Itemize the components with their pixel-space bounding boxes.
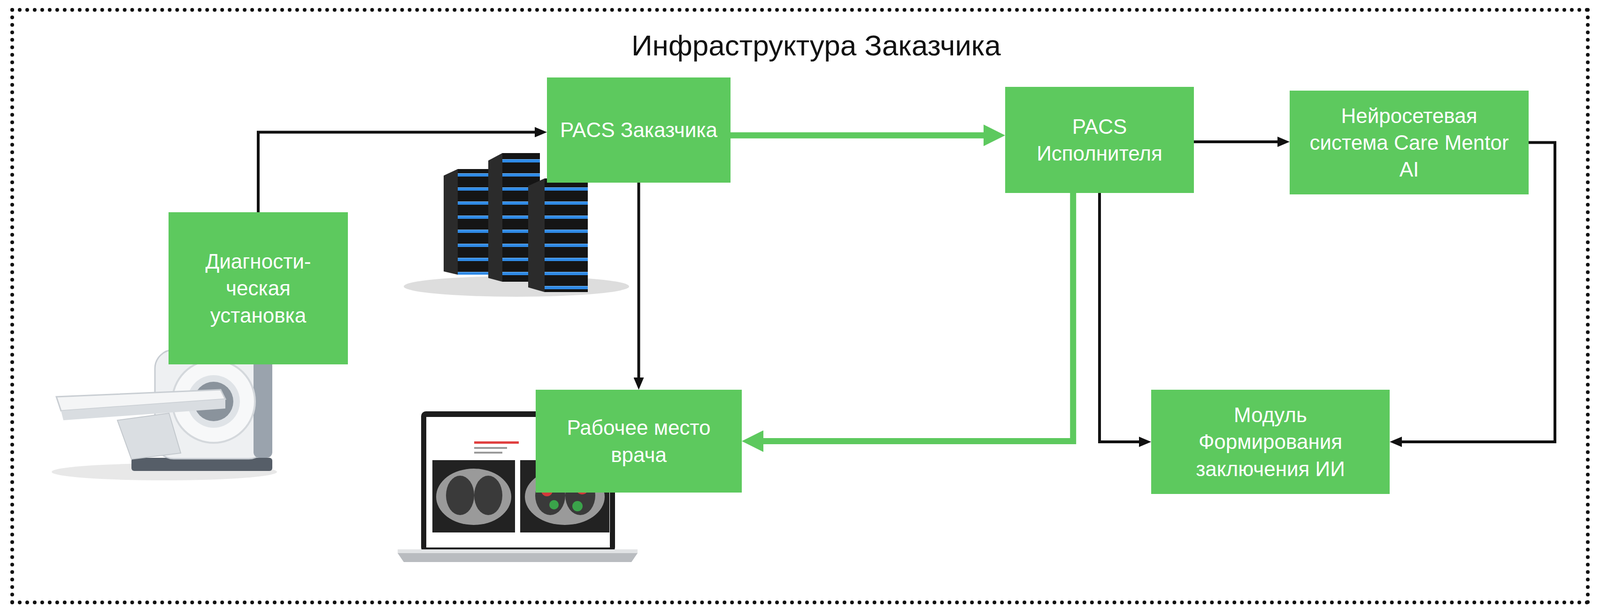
flow-arrow [763,192,1074,442]
ct-image [432,460,516,533]
box-label: Диагности- ческая установка [181,247,335,329]
process-box: PACS Исполнителя [1005,86,1194,193]
ct-lung [474,475,503,516]
rack-side [488,153,503,282]
process-box: Нейросетевая система Care Mentor AI [1289,90,1529,195]
process-box: Диагности- ческая установка [168,212,348,365]
scanner-base [131,457,273,471]
boundary-frame: Инфраструктура ЗаказчикаДиагности- ческа… [10,7,1590,605]
gantry-side [253,359,273,458]
rack-side [443,169,458,275]
ct-finding [572,500,583,512]
process-box: Рабочее место врача [535,389,742,493]
rack-front [544,178,588,293]
flow-arrow [1193,140,1278,144]
ct-finding [549,500,559,510]
process-box: PACS Заказчика [546,77,731,183]
process-box: Модуль Формирования заключения ИИ [1151,389,1390,494]
flow-arrow [637,182,641,378]
screen-line [474,451,503,454]
flow-arrow [730,132,984,139]
screen-line [474,446,508,449]
laptop-deck [397,549,638,554]
box-label: PACS Исполнителя [1018,113,1181,167]
rack-side [528,178,545,293]
ct-body [436,468,512,525]
table-support [117,413,181,460]
flow-arrow [258,131,535,213]
table-side [61,399,226,421]
ct-lung [446,475,475,516]
box-label: PACS Заказчика [560,116,718,144]
screen-line [474,441,519,444]
box-label: Нейросетевая система Care Mentor AI [1302,102,1516,184]
box-label: Модуль Формирования заключения ИИ [1164,401,1377,483]
ct-scanner [51,349,277,481]
flow-arrow [1099,192,1139,442]
laptop-base [397,553,638,562]
rack-front [457,169,493,275]
frame-title: Инфраструктура Заказчика [631,28,1001,63]
box-label: Рабочее место врача [548,414,729,468]
